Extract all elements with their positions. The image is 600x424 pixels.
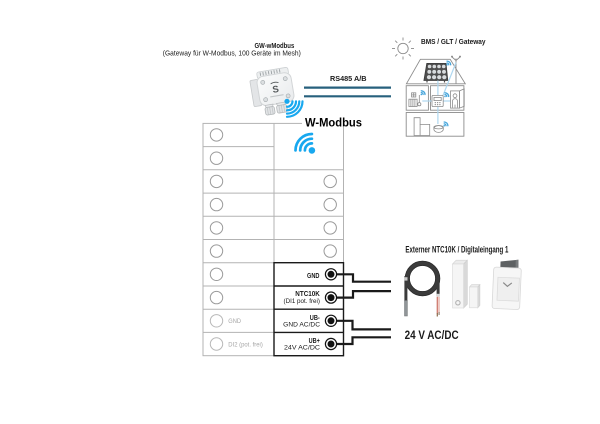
- svg-text:GW-wModbus: GW-wModbus: [255, 41, 295, 50]
- svg-text:W-Modbus: W-Modbus: [305, 116, 362, 129]
- svg-text:BMS / GLT / Gateway: BMS / GLT / Gateway: [421, 39, 486, 46]
- svg-text:NTC10K: NTC10K: [295, 291, 320, 298]
- svg-text:24V AC/DC: 24V AC/DC: [284, 345, 320, 352]
- svg-text:(DI1 pot. frei): (DI1 pot. frei): [284, 298, 321, 305]
- svg-text:GND: GND: [228, 318, 241, 325]
- svg-text:(Gateway für W-Modbus, 100 Ger: (Gateway für W-Modbus, 100 Geräte im Mes…: [163, 50, 301, 57]
- svg-text:DI2 (pot. frei): DI2 (pot. frei): [228, 341, 262, 348]
- svg-text:Externer NTC10K / Digitaleinga: Externer NTC10K / Digitaleingang 1: [405, 244, 508, 254]
- svg-text:UB+: UB+: [309, 338, 320, 345]
- svg-text:GND: GND: [307, 273, 320, 280]
- svg-text:24 V AC/DC: 24 V AC/DC: [405, 328, 459, 342]
- svg-text:GND AC/DC: GND AC/DC: [283, 322, 320, 329]
- svg-text:RS485 A/B: RS485 A/B: [330, 74, 367, 83]
- svg-text:S: S: [272, 84, 280, 96]
- svg-text:UB-: UB-: [310, 315, 321, 322]
